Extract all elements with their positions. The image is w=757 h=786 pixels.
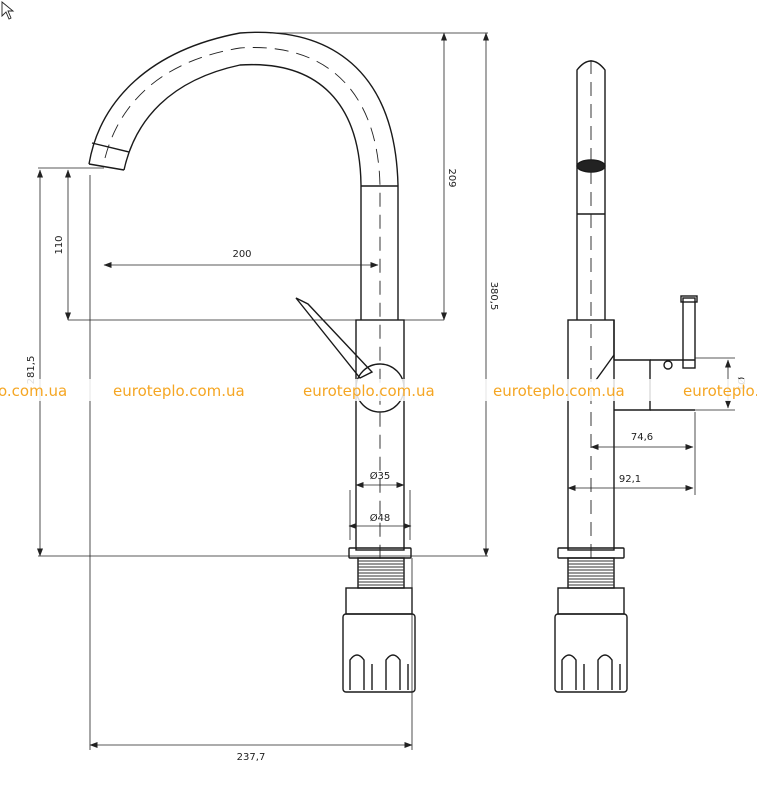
watermark-text-3: euroteplo.com.ua xyxy=(303,382,435,400)
watermark-text-4: euroteplo.com.ua xyxy=(493,382,625,400)
watermark-text-1: o.com.ua xyxy=(0,382,67,400)
extension-lines xyxy=(38,32,488,750)
watermark-text-2: euroteplo.com.ua xyxy=(113,382,245,400)
mounting-nut xyxy=(342,587,416,693)
dim-label-total-height: 380,5 xyxy=(488,282,499,311)
watermark-row: o.com.ua euroteplo.com.ua euroteplo.com.… xyxy=(0,379,757,401)
dim-label-overall-width: 237,7 xyxy=(237,752,266,763)
side-mounting-nut xyxy=(554,587,628,693)
threaded-shank xyxy=(357,557,405,589)
faucet-body xyxy=(295,297,412,559)
watermark-text-5: euroteplo.com.ua xyxy=(683,382,757,400)
dim-label-reach: 200 xyxy=(232,249,251,260)
spout-outline xyxy=(88,31,399,560)
dim-label-spout-height: 110 xyxy=(54,235,65,254)
side-spout xyxy=(576,60,606,560)
front-view: 200 110 209 380,5 281,5 Ø35 Ø48 237,7 xyxy=(26,31,499,763)
side-threaded-shank xyxy=(567,557,615,589)
dim-label-spout-rise: 209 xyxy=(446,168,457,187)
dim-label-body-diameter: Ø35 xyxy=(370,470,391,482)
side-body xyxy=(557,295,698,559)
mouse-cursor-icon xyxy=(1,1,15,20)
dim-label-body-height: 281,5 xyxy=(26,356,37,385)
dim-label-handle-length: 92,1 xyxy=(619,474,641,485)
dim-label-handle-offset: 74,6 xyxy=(631,432,653,443)
side-view: 74,6 92,1 Ø1 xyxy=(554,60,747,693)
dim-label-base-diameter: Ø48 xyxy=(370,512,391,524)
side-extension-lines xyxy=(694,357,735,495)
